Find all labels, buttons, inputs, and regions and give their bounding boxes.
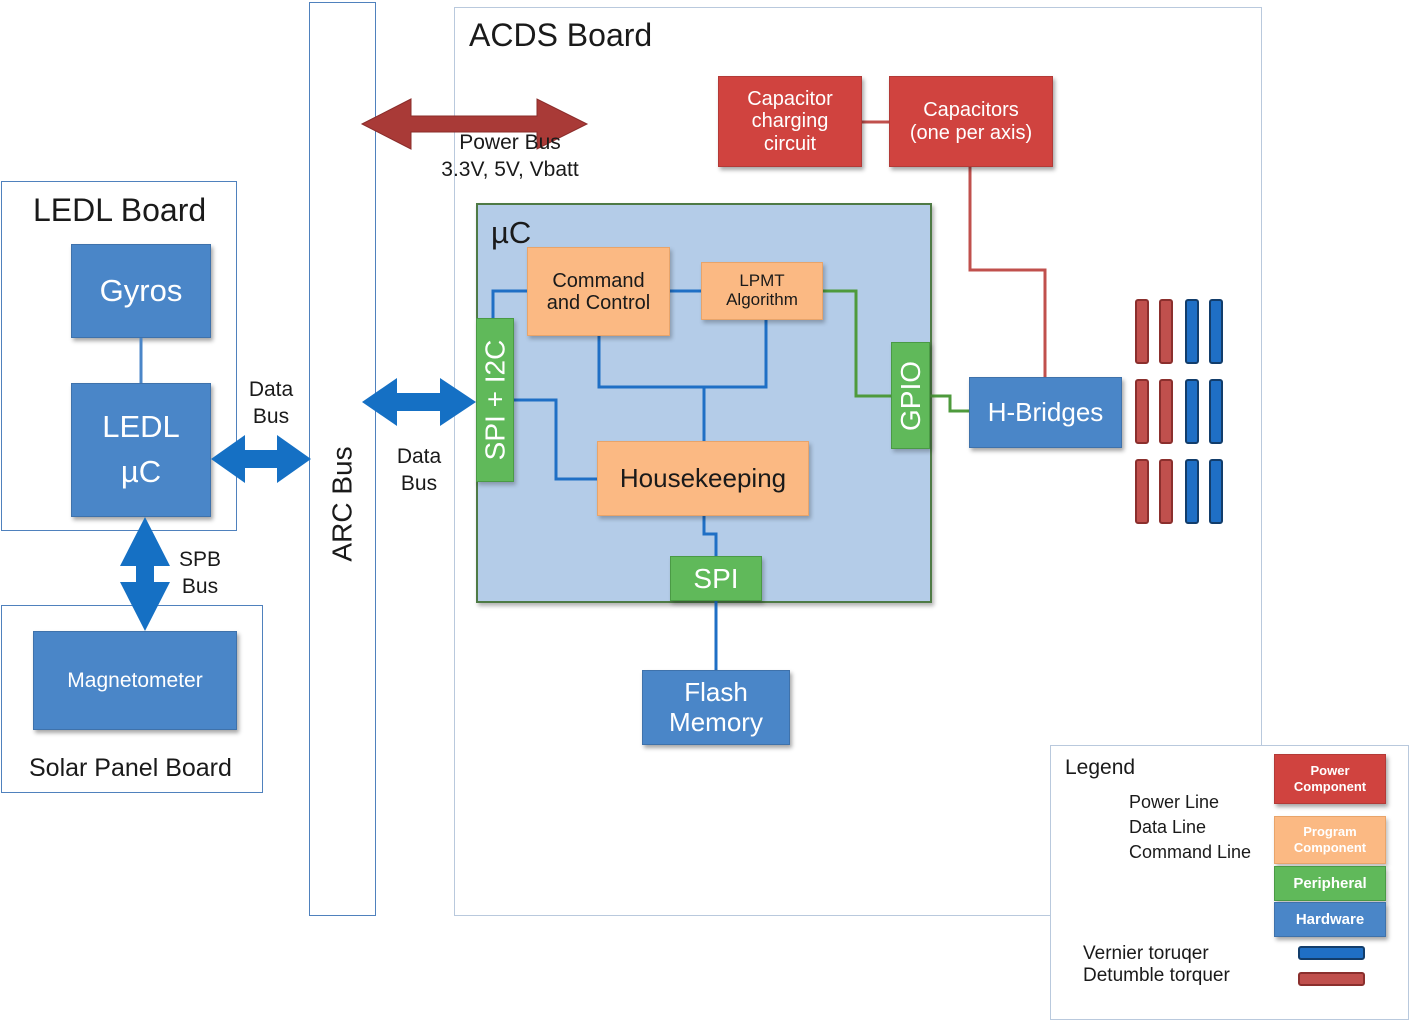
detumble-torquer-rod [1135,459,1149,524]
power-bus-label: Power Bus 3.3V, 5V, Vbatt [425,129,595,184]
h-bridges-label: H-Bridges [987,397,1104,427]
legend-vernier-swatch [1298,946,1365,960]
data-line-housekeeping-spi [702,516,718,556]
vernier-torquer-rod [1185,379,1199,444]
capacitors-block: Capacitors (one per axis) [889,76,1053,167]
data-line-spi-housekeeping [514,398,597,481]
command-control-line-1: Command [552,269,645,292]
flash-memory-block: Flash Memory [642,670,790,745]
arc-bus: ARC Bus [309,2,376,916]
charging-line-2: charging [751,110,829,133]
charging-line-1: Capacitor [747,87,833,110]
vernier-torquer-rod [1209,459,1223,524]
legend-data-line-label: Data Line [1129,817,1207,837]
detumble-torquer-rod [1135,379,1149,444]
data-bus-right-label: Data Bus [379,443,459,498]
data-bus-arrow-left [211,435,311,483]
spb-bus-label: SPB Bus [165,546,235,601]
legend-peripheral-label: Peripheral [1293,875,1367,892]
magnetometer-block: Magnetometer [33,631,237,730]
spi-i2c-label: SPI + I2C [479,339,510,461]
legend-power-component-swatch: Power Component [1274,754,1386,804]
flash-line-1: Flash [684,676,748,707]
housekeeping-label: Housekeeping [619,463,787,493]
detumble-torquer-rod [1159,459,1173,524]
ledl-uc-label-2: µC [120,454,162,489]
magnetometer-label: Magnetometer [67,668,203,692]
data-bus-left-line-1: Data [248,378,294,401]
data-bus-left-line-2: Bus [252,405,290,429]
h-bridges-block: H-Bridges [969,377,1122,448]
capacitors-line-2: (one per axis) [909,121,1033,144]
data-line-command-housekeeping [597,336,704,389]
gyros-block: Gyros [71,244,211,338]
command-line-gpio-hbridges [930,394,969,413]
data-bus-right-line-1: Data [396,445,442,468]
ledl-board-title: LEDL Board [33,192,207,228]
legend-vernier-label: Vernier toruqer [1083,943,1209,964]
detumble-torquer-rod [1159,379,1173,444]
command-line-lpmt-gpio [823,289,891,398]
microcontroller-label: µC [491,215,532,250]
legend-hardware-swatch: Hardware [1274,902,1386,937]
vernier-torquer-rod [1185,299,1199,364]
data-bus-left-label: Data Bus [231,376,311,431]
legend-program-component-line-2: Component [1293,840,1367,855]
gpio-label: GPIO [894,360,926,431]
lpmt-algorithm-block: LPMT Algorithm [701,262,823,320]
ledl-uc-block: LEDL µC [71,383,211,517]
command-control-line-2: and Control [546,291,651,314]
data-line-lpmt-housekeeping [702,320,768,441]
spi-label: SPI [693,562,739,594]
power-bus-line-1: Power Bus [459,131,561,154]
legend-hardware-label: Hardware [1295,911,1365,928]
legend-power-line-label: Power Line [1129,792,1220,812]
spb-bus-arrow [120,517,170,631]
lpmt-line-1: LPMT [739,271,785,291]
vernier-torquer-rod [1209,299,1223,364]
vernier-torquer-rod [1209,379,1223,444]
detumble-torquer-rod [1135,299,1149,364]
legend-command-line-label: Command Line [1129,842,1252,862]
legend-power-component-line-2: Component [1293,779,1367,794]
power-bus-line-2: 3.3V, 5V, Vbatt [441,158,579,182]
vernier-torquer-rod [1185,459,1199,524]
lpmt-line-2: Algorithm [726,290,798,309]
flash-line-2: Memory [669,706,763,737]
spi-peripheral: SPI [670,556,762,601]
spb-bus-line-1: SPB [178,548,222,571]
legend-program-component-line-1: Program [1303,824,1357,840]
power-line-capacitors-hbridges [968,167,1047,377]
capacitor-charging-circuit-block: Capacitor charging circuit [718,76,862,167]
legend-peripheral-swatch: Peripheral [1274,866,1386,901]
data-line-spi-command [491,289,527,318]
command-and-control-block: Command and Control [527,247,670,336]
gpio-peripheral: GPIO [891,342,930,449]
spb-bus-line-2: Bus [181,575,219,599]
legend-title: Legend [1065,756,1136,779]
legend-detumble-label: Detumble torquer [1083,965,1230,986]
spi-i2c-peripheral: SPI + I2C [476,318,514,482]
ledl-uc-label-1: LEDL [102,409,180,445]
detumble-torquer-rod [1159,299,1173,364]
charging-line-3: circuit [763,132,817,155]
acds-board-title: ACDS Board [469,17,653,53]
housekeeping-block: Housekeeping [597,441,809,516]
data-bus-right-line-2: Bus [400,472,438,496]
power-bus-arrow [360,98,589,150]
gyros-label: Gyros [99,273,183,308]
legend-program-component-swatch: Program Component [1274,816,1386,864]
solar-panel-board-title: Solar Panel Board [29,754,232,782]
data-bus-arrow-right [362,378,476,426]
legend-detumble-swatch [1298,972,1365,986]
capacitors-line-1: Capacitors [923,99,1019,122]
legend-power-component-line-1: Power [1310,763,1350,779]
